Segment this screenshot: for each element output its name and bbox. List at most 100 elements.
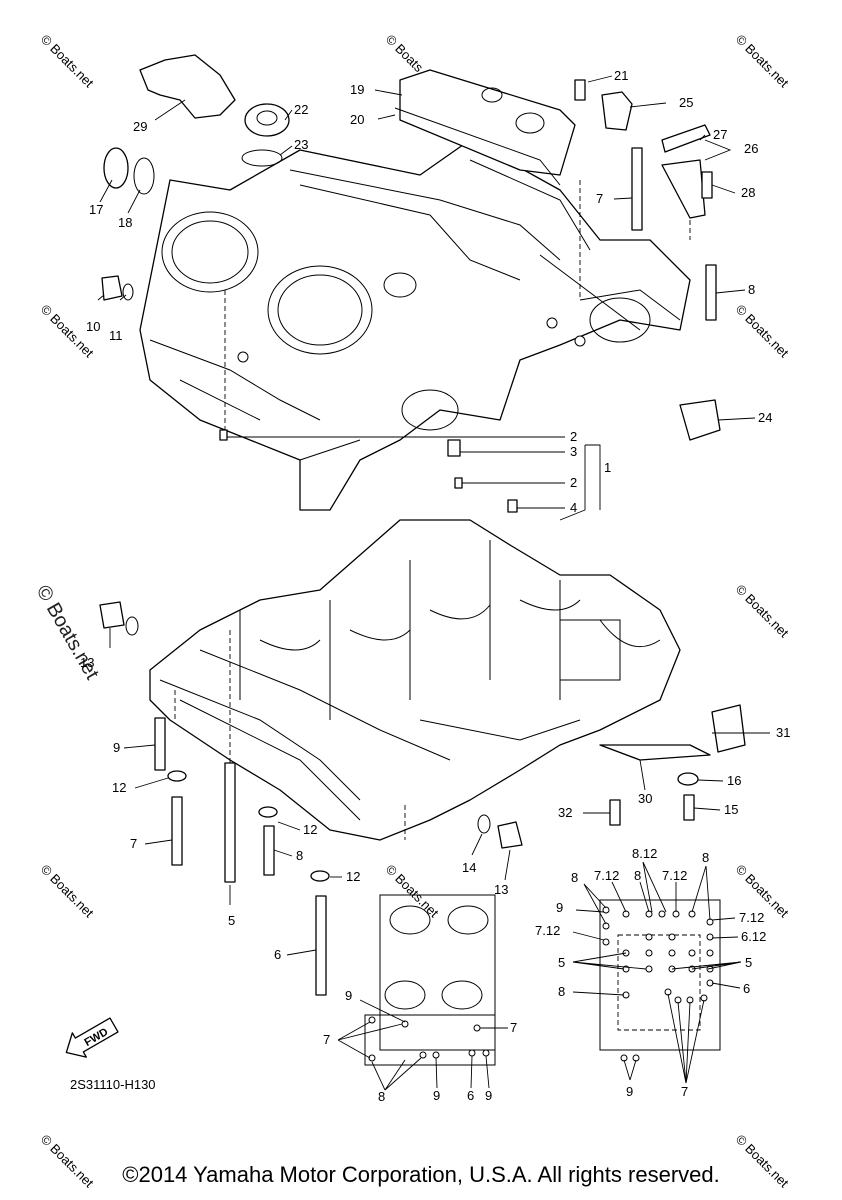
callout-23: 23 [294, 137, 308, 152]
assembly-lines [174, 180, 691, 840]
pin-part-2-lower [454, 477, 463, 489]
callout-19: 19 [350, 82, 364, 97]
plate-part-27 [661, 124, 711, 153]
bolt-part-9-lower [154, 717, 166, 771]
washer-part-11 [122, 283, 134, 301]
copyright-notice: ©2014 Yamaha Motor Corporation, U.S.A. A… [122, 1162, 720, 1187]
lower-pattern-label-6: 6 [743, 981, 750, 996]
lower-pattern-label-7-12-c: 7.12 [739, 910, 764, 925]
oring-part-23 [241, 149, 283, 167]
plug-part-13-left [99, 601, 125, 629]
callout-7-lower: 7 [130, 836, 137, 851]
lower-pattern-label-5-a: 5 [558, 955, 565, 970]
callout-4: 4 [570, 500, 577, 515]
plate-part-30 [599, 744, 711, 761]
leader-lines [97, 75, 770, 956]
callout-1: 1 [604, 460, 611, 475]
bolt-part-7-lower [171, 796, 183, 866]
callout-7-upper: 7 [596, 191, 603, 206]
callout-17: 17 [89, 202, 103, 217]
bolt-part-7-upper [631, 147, 643, 231]
lower-pattern-label-8-12: 8.12 [632, 846, 657, 861]
upper-pattern-label-9-b: 9 [433, 1088, 440, 1103]
bolt-part-21 [574, 79, 586, 101]
callout-12-a: 12 [112, 780, 126, 795]
fwd-arrow: FWD [65, 1017, 119, 1058]
callout-13-bottom: 13 [494, 882, 508, 897]
cap-part-22 [244, 103, 290, 137]
callout-26: 26 [744, 141, 758, 156]
watermark: © Boats.net [733, 32, 792, 91]
upper-pattern-label-7-right: 7 [510, 1020, 517, 1035]
lower-pattern-label-7-12-b: 7.12 [662, 868, 687, 883]
washer-part-12-a [167, 770, 187, 782]
callout-3: 3 [570, 444, 577, 459]
pin-part-4 [507, 499, 518, 513]
cover-part-19 [399, 69, 576, 176]
washer-part-left [125, 616, 139, 636]
clip-part-31 [711, 704, 746, 753]
callout-15: 15 [724, 802, 738, 817]
bolt-part-8-upper [705, 264, 717, 321]
washer-part-12-b [258, 806, 278, 818]
diagram-code: 2S31110-H130 [70, 1077, 156, 1092]
lower-pattern-label-6-12: 6.12 [741, 929, 766, 944]
watermark: © Boats.net [38, 862, 97, 921]
upper-pattern-label-7-left: 7 [323, 1032, 330, 1047]
bolt-part-6 [315, 895, 327, 996]
callout-25: 25 [679, 95, 693, 110]
ring-part-18 [133, 157, 155, 195]
sensor-part-25 [601, 91, 633, 131]
upper-pattern-label-9-c: 9 [485, 1088, 492, 1103]
pin-part-2-upper [219, 429, 228, 441]
callout-14: 14 [462, 860, 476, 875]
callout-21: 21 [614, 68, 628, 83]
lower-crankcase [149, 519, 681, 841]
callout-16: 16 [727, 773, 741, 788]
bolt-part-28 [701, 171, 713, 199]
callouts: 29 22 23 17 18 19 20 21 25 27 26 28 7 8 … [80, 68, 790, 962]
upper-pattern-label-8: 8 [378, 1089, 385, 1104]
upper-pattern-label-9: 9 [345, 988, 352, 1003]
bracket-part-24 [679, 399, 721, 441]
sensor-part-29 [139, 54, 236, 119]
callout-6: 6 [274, 947, 281, 962]
callout-22: 22 [294, 102, 308, 117]
lower-pattern-label-8-d: 8 [558, 984, 565, 999]
callout-27: 27 [713, 127, 727, 142]
seal-part-17 [103, 147, 129, 189]
callout-18: 18 [118, 215, 132, 230]
bolt-part-15 [683, 794, 695, 821]
bolt-part-8-lower [263, 825, 275, 876]
callout-32: 32 [558, 805, 572, 820]
callout-8-upper: 8 [748, 282, 755, 297]
washer-part-16 [677, 772, 699, 786]
callout-29: 29 [133, 119, 147, 134]
callout-31: 31 [776, 725, 790, 740]
dowel-part-3 [447, 439, 461, 457]
callout-8-lower: 8 [296, 848, 303, 863]
washer-part-12-c [310, 870, 330, 882]
watermark: © Boats.net [383, 862, 442, 921]
callout-9-lower: 9 [113, 740, 120, 755]
lower-pattern-label-7-12-d: 7.12 [535, 923, 560, 938]
watermark: © Boats.net [733, 582, 792, 641]
callout-28: 28 [741, 185, 755, 200]
callout-11: 11 [109, 328, 123, 343]
washer-part-14 [477, 814, 491, 834]
upper-crankcase [139, 139, 691, 511]
upper-bolt-pattern: 9 7 7 8 9 6 9 [323, 894, 517, 1104]
lower-bolt-pattern: 8.12 8 8 7.12 8 7.12 9 7.12 7.12 6.12 5 … [535, 846, 766, 1099]
gasket-part-20 [394, 107, 561, 186]
lower-pattern-label-8-b: 8 [571, 870, 578, 885]
watermark: © Boats.net [733, 302, 792, 361]
bracket-part-26 [661, 159, 706, 219]
watermark: © Boats.net [38, 32, 97, 91]
callout-20: 20 [350, 112, 364, 127]
fwd-label: FWD [83, 1026, 111, 1049]
plug-part-13-bottom [497, 821, 523, 849]
callout-13-left: 13 [80, 655, 94, 670]
lower-pattern-label-9: 9 [556, 900, 563, 915]
upper-pattern-label-6: 6 [467, 1088, 474, 1103]
